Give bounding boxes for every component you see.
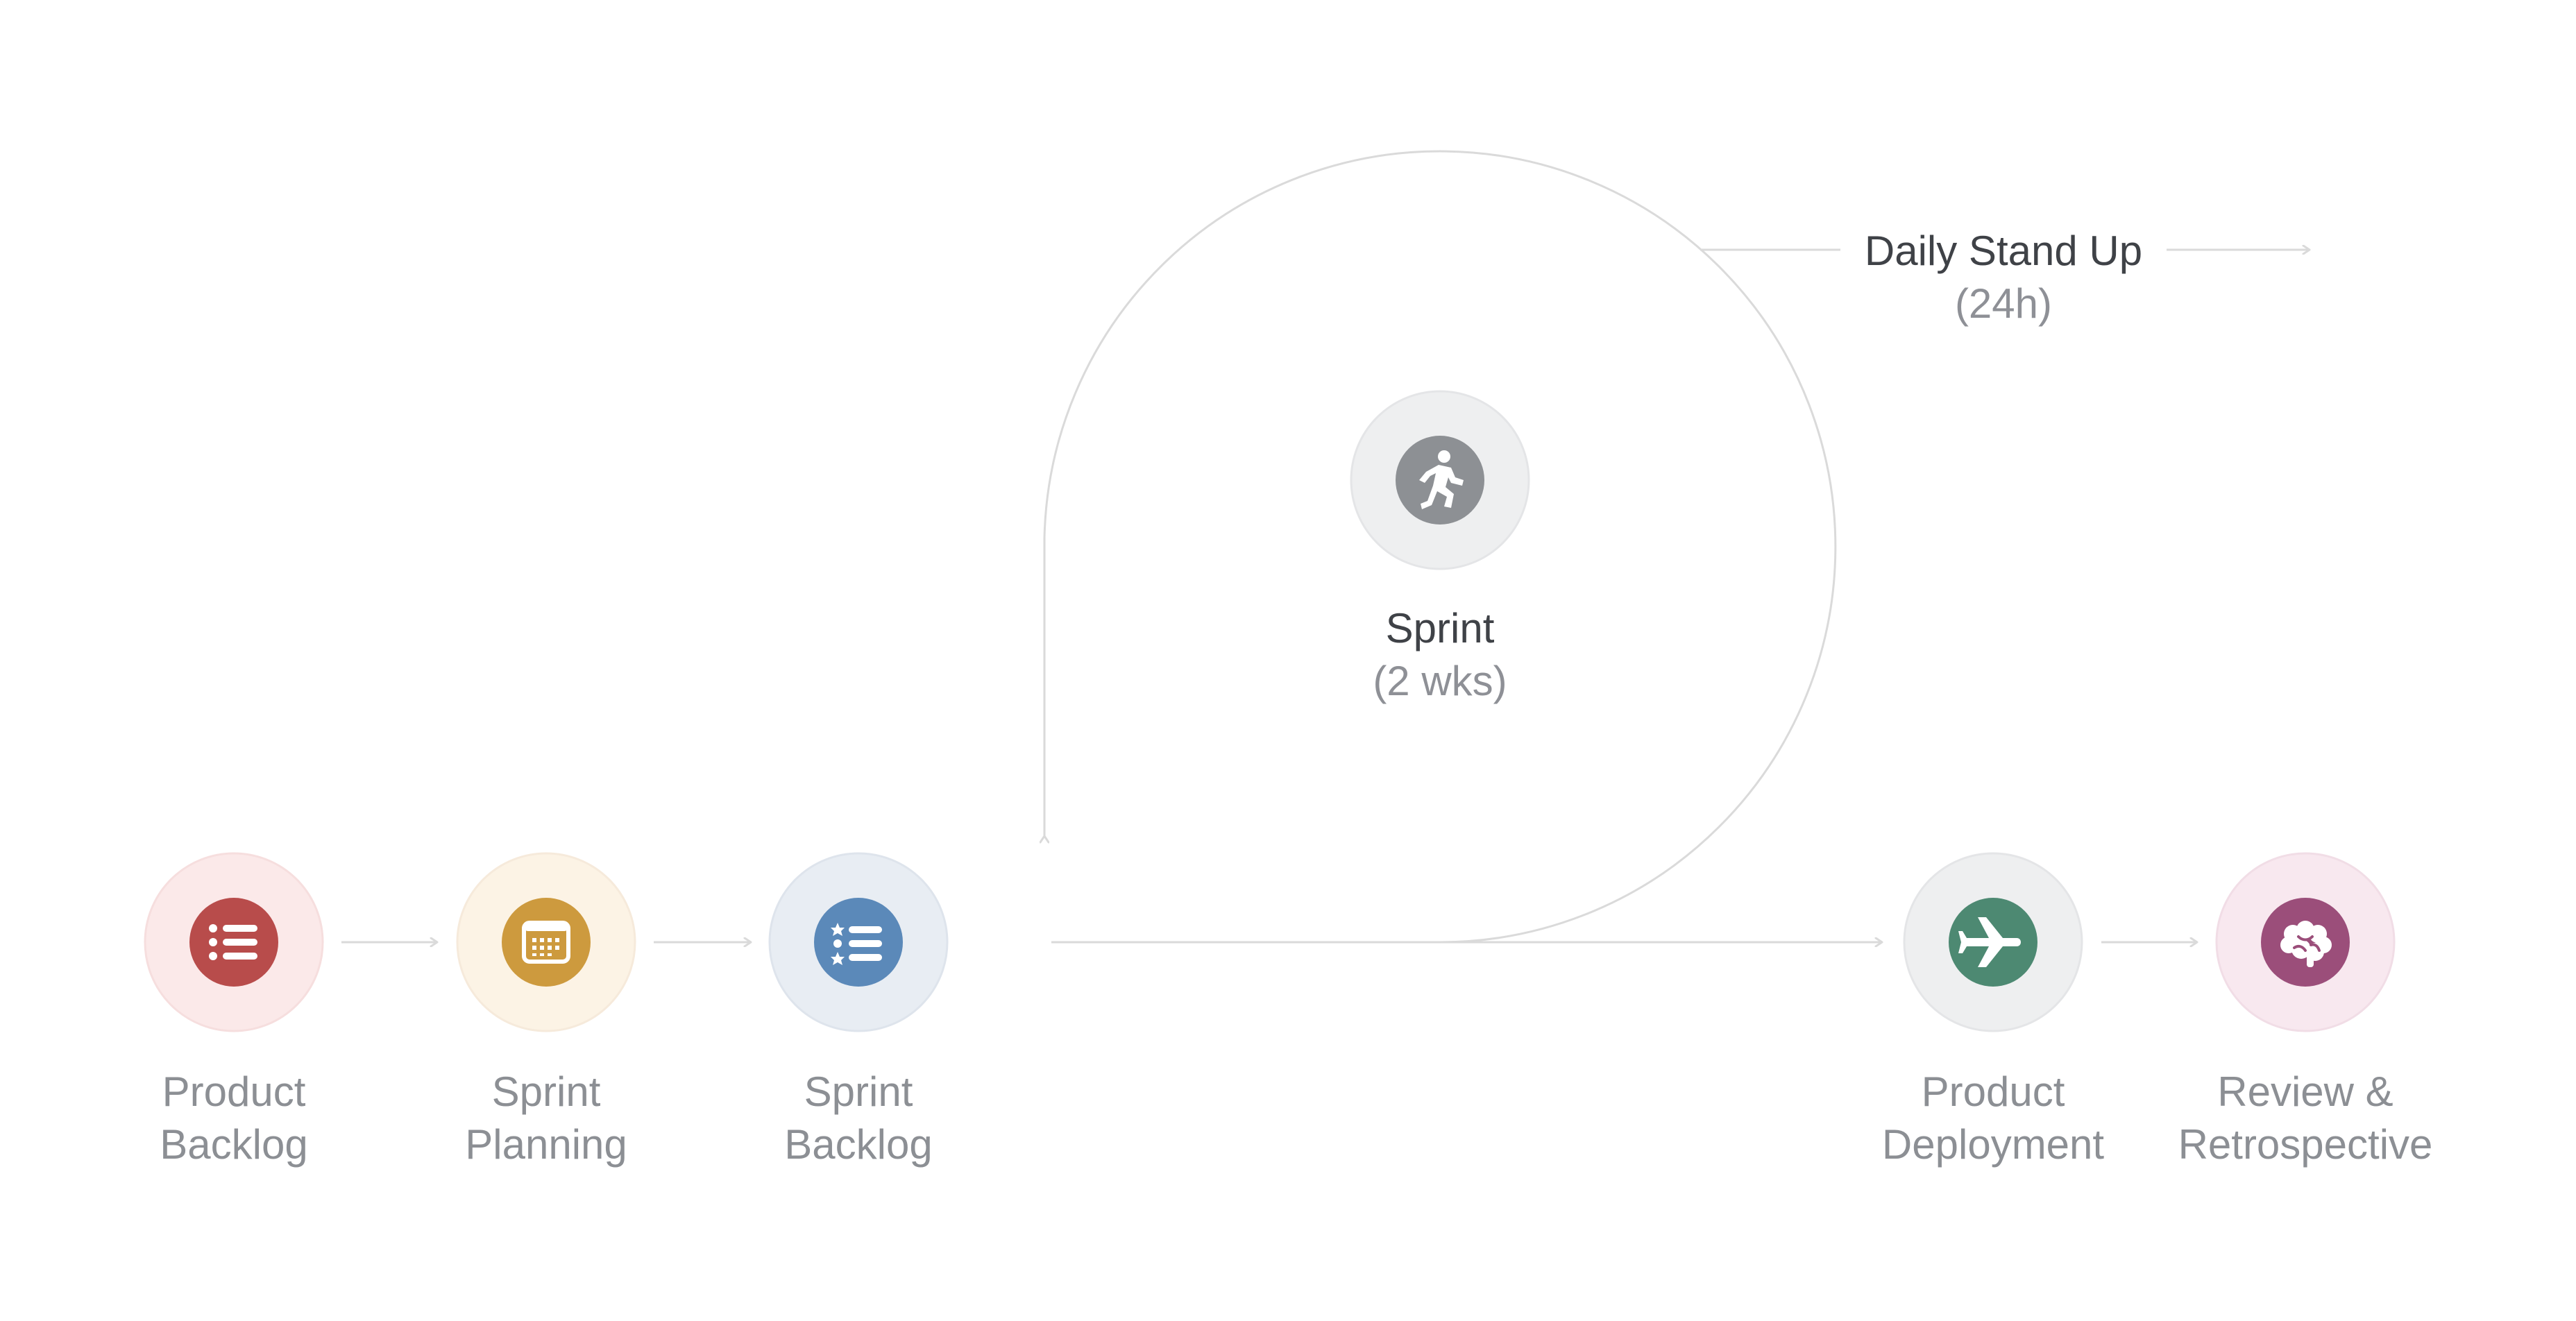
running-person-icon (1419, 450, 1464, 509)
review-retrospective-label-line2: Retrospective (2178, 1121, 2433, 1168)
sprint-planning-label-line2: Planning (465, 1121, 627, 1168)
sprint-title: Sprint (1386, 605, 1495, 651)
product-backlog-label-line2: Backlog (160, 1121, 307, 1168)
brain-icon (2280, 921, 2332, 967)
sprint-backlog-label-line2: Backlog (784, 1121, 932, 1168)
calendar-icon (522, 921, 570, 964)
sprint-loop-path (1044, 150, 1837, 944)
starred-list-icon (831, 923, 882, 965)
standup-title: Daily Stand Up (1865, 228, 2142, 274)
stage-sprint-planning: Sprint Planning (456, 852, 636, 1168)
product-deployment-label-line1: Product (1922, 1068, 2065, 1115)
stage-product-backlog: Product Backlog (144, 852, 324, 1168)
stage-review-retrospective: Review & Retrospective (2178, 852, 2433, 1168)
list-icon (209, 924, 257, 960)
stage-sprint-backlog: Sprint Backlog (768, 852, 949, 1168)
sprint-backlog-label-line1: Sprint (804, 1068, 913, 1115)
review-retrospective-label-line1: Review & (2217, 1068, 2393, 1115)
standup-duration: (24h) (1955, 280, 2052, 327)
sprint-planning-label-line1: Sprint (492, 1068, 601, 1115)
product-deployment-label-line2: Deployment (1882, 1121, 2104, 1168)
airplane-icon (1958, 917, 2021, 967)
sprint-duration: (2 wks) (1373, 658, 1507, 704)
product-backlog-label-line1: Product (162, 1068, 306, 1115)
sprint-planning-badge (502, 898, 591, 987)
sprint-node: Sprint (2 wks) (1350, 390, 1530, 704)
stage-product-deployment: Product Deployment (1882, 852, 2104, 1168)
